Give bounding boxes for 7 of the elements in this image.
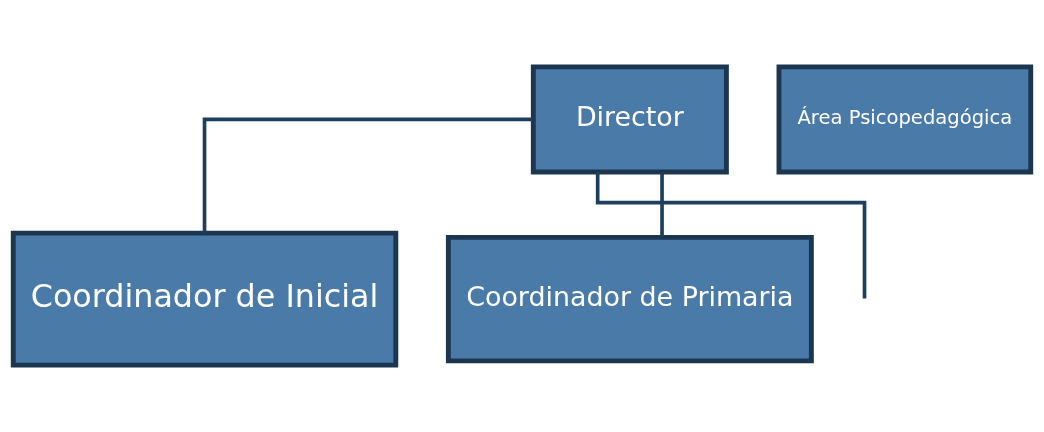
node-box: Director [530, 64, 729, 175]
node-box: Área Psicopedagógica [776, 64, 1034, 175]
node-box: Coordinador de Inicial [10, 230, 399, 368]
connector [660, 172, 664, 238]
connector [202, 117, 533, 233]
connector [595, 172, 867, 299]
node-box: Coordinador de Primaria [445, 234, 814, 364]
